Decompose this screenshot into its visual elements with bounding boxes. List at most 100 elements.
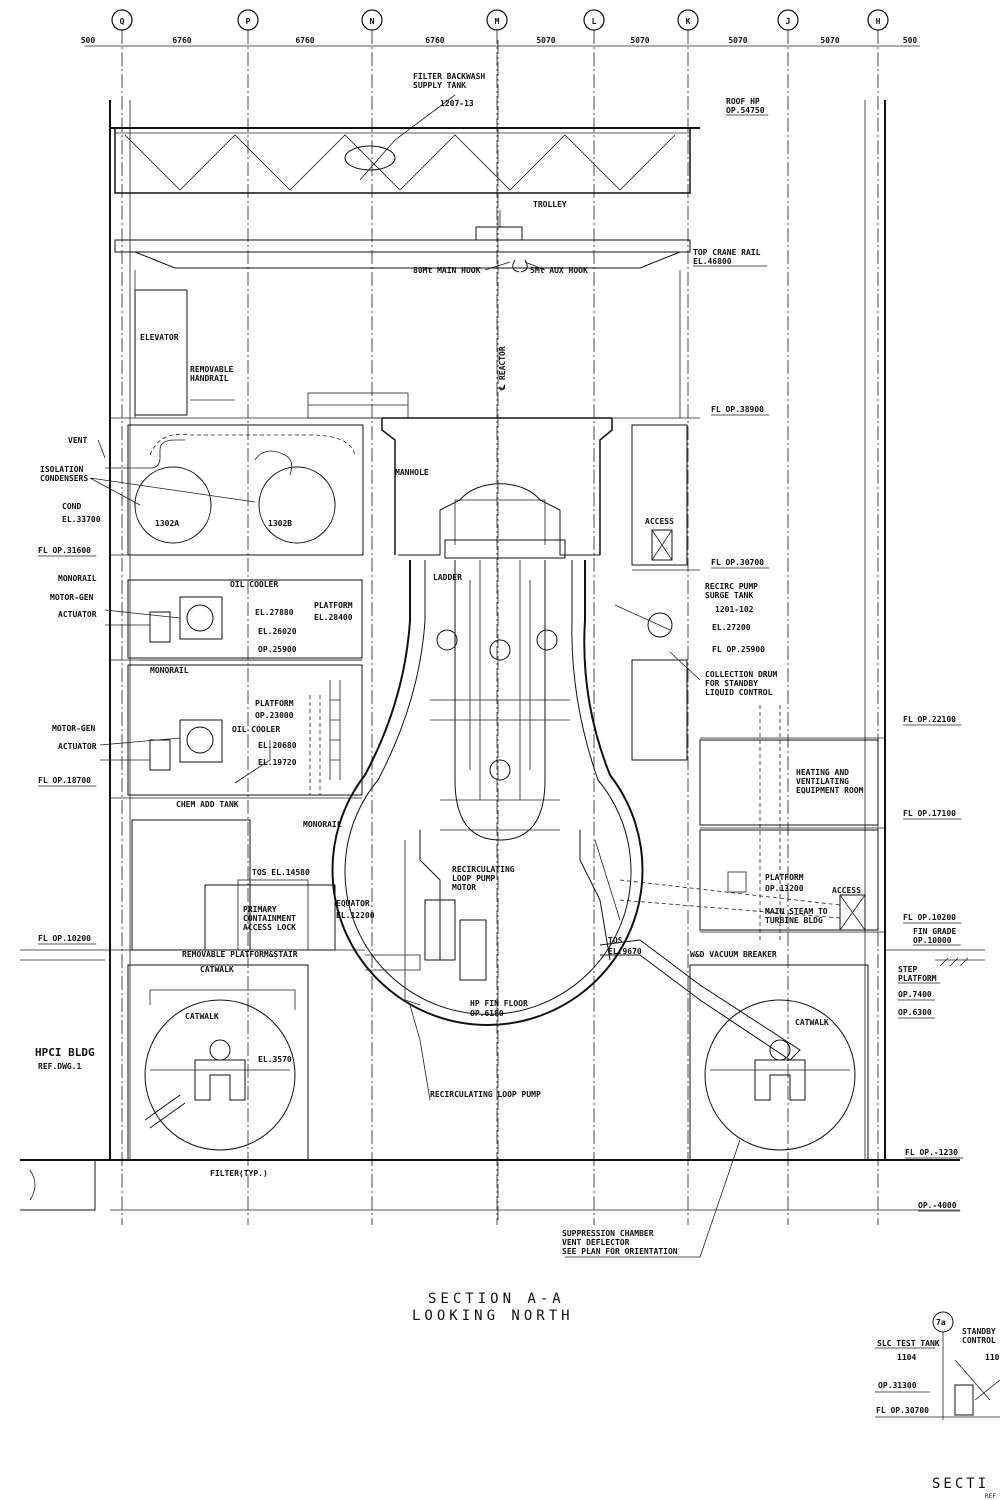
filter-typ-label: FILTER(TYP.): [210, 1169, 268, 1178]
level-label: FL OP.38900: [711, 405, 764, 414]
title-line-2: LOOKING NORTH: [412, 1308, 574, 1324]
grid-spacing-label: 500: [903, 36, 918, 45]
el-27200-label: EL.27200: [712, 623, 751, 632]
grid-bubble-label: M: [495, 17, 500, 26]
grid-spacing-label: 500: [81, 36, 96, 45]
main-hook-label: 80Mt MAIN HOOK: [413, 266, 481, 275]
annotations: FILTER BACKWASH SUPPLY TANK 1207-13 TROL…: [35, 72, 864, 1256]
actuator-label-2: ACTUATOR: [58, 742, 97, 751]
inset-ref: REF: [985, 1493, 996, 1500]
oil-cooler-label-2: OIL COOLER: [232, 725, 280, 734]
reactor-vessel: [430, 560, 570, 841]
main-steam-label-2: TURBINE BLDG: [765, 916, 823, 925]
level-label: FL OP.18700: [38, 776, 91, 785]
level-marker: OP.7400: [898, 990, 936, 1001]
handrail-label-1: REMOVABLE: [190, 365, 234, 374]
grid-bubble-j: J: [777, 9, 799, 31]
grid-bubble-q: Q: [111, 9, 133, 31]
condenser-1302a: [134, 466, 212, 544]
catwalk-label-1: CATWALK: [200, 965, 234, 974]
torus-right: [599, 939, 869, 1161]
grid-spacing-label: 6760: [295, 36, 314, 45]
grid-bubble-k: K: [677, 9, 699, 31]
recirc-pump-motor-label-2: LOOP PUMP: [452, 874, 496, 883]
level-label: FL OP.30700: [711, 558, 764, 567]
grid-bubble-l: L: [583, 9, 605, 31]
chem-tank-label: CHEM ADD TANK: [176, 800, 239, 809]
level-value: EL.46800: [693, 257, 732, 266]
filter-backwash-tag: 1207-13: [440, 99, 474, 108]
hpci-label-2: REF.DWG.1: [38, 1062, 82, 1071]
ladder-label: LADDER: [433, 573, 462, 582]
recirc-piping: [365, 830, 621, 1006]
level-marker: FL OP.30700: [711, 558, 770, 569]
level-label: FL OP.10200: [903, 913, 956, 922]
level-marker: OP.6300: [898, 1008, 936, 1019]
aux-hook-label: 5Mt AUX HOOK: [530, 266, 588, 275]
tos-9670-label-1: TOS: [608, 936, 623, 945]
section-title: SECTION A-A LOOKING NORTH: [412, 1291, 574, 1324]
level-label: FL OP.31600: [38, 546, 91, 555]
grid-spacing-label: 6760: [425, 36, 444, 45]
level-label: FL OP.-1230: [905, 1148, 958, 1157]
level-label: FIN GRADE: [913, 927, 957, 936]
grid-spacing-label: 6760: [172, 36, 191, 45]
level-marker: FL OP.-1230: [905, 1148, 964, 1159]
recirc-tank-label-2: SURGE TANK: [705, 591, 753, 600]
hvac-label-3: EQUIPMENT ROOM: [796, 786, 864, 795]
level-marker: FL OP.17100: [903, 809, 962, 820]
hvac-label-1: HEATING AND: [796, 768, 849, 777]
torus-left: [127, 964, 309, 1161]
supp-label-1: SUPPRESSION CHAMBER: [562, 1229, 654, 1238]
tos-14580-label: TOS EL.14580: [252, 868, 310, 877]
collection-label-3: LIQUID CONTROL: [705, 688, 773, 697]
lower-mg-room: [127, 664, 363, 796]
access-lock-room: [131, 819, 336, 951]
recirc-pump-motor-label-1: RECIRCULATING: [452, 865, 515, 874]
pca-lock-label-2: CONTAINMENT: [243, 914, 296, 923]
inset-standby-label-2: CONTROL: [962, 1336, 996, 1345]
level-marker: FL OP.10200: [903, 913, 962, 924]
platform-upper-label-1: PLATFORM: [314, 601, 353, 610]
hvac-label-2: VENTILATING: [796, 777, 849, 786]
elevator-shaft: [134, 289, 409, 419]
pca-lock-label-3: ACCESS LOCK: [243, 923, 296, 932]
iso-cond-label-1: ISOLATION: [40, 465, 84, 474]
level-label: STEP: [898, 965, 917, 974]
tag-1302b: 1302B: [268, 519, 292, 528]
motor-gen-label-1: MOTOR-GEN: [50, 593, 94, 602]
grid-bubble-label: H: [876, 17, 881, 26]
grid-spacing-label: 5070: [630, 36, 649, 45]
level-value: OP.10000: [913, 936, 952, 945]
level-marker: FL OP.31600: [38, 546, 97, 557]
platform-low-label-2: OP.13200: [765, 884, 804, 893]
tag-1302a: 1302A: [155, 519, 179, 528]
level-marker: FL OP.38900: [711, 405, 770, 416]
grid-bubble-n: N: [361, 9, 383, 31]
level-marker: FL OP.10200: [38, 934, 97, 945]
hp-fin-floor-label-2: OP.6180: [470, 1009, 504, 1018]
el-20680-label: EL.20680: [258, 741, 297, 750]
vent-label: VENT: [68, 436, 87, 445]
level-label: FL OP.10200: [38, 934, 91, 943]
recirc-tank-tag: 1201-102: [715, 605, 754, 614]
op-25900-label: OP.25900: [258, 645, 297, 654]
filter-backwash-label-1: FILTER BACKWASH: [413, 72, 485, 81]
supp-label-3: SEE PLAN FOR ORIENTATION: [562, 1247, 678, 1256]
level-value: PLATFORM: [898, 974, 937, 983]
removable-platform-label: REMOVABLE PLATFORM&STAIR: [182, 950, 298, 959]
upper-mg-room: [127, 579, 363, 661]
recirc-tank-label-1: RECIRC PUMP: [705, 582, 758, 591]
refueling-pool: [381, 417, 613, 555]
isolation-condensers: [105, 424, 364, 556]
fl-op-25900-label: FL OP.25900: [712, 645, 765, 654]
inset-fl-30700: FL OP.30700: [876, 1406, 929, 1415]
main-steam-label-1: MAIN STEAM TO: [765, 907, 828, 916]
tos-9670-label-2: EL.9670: [608, 947, 642, 956]
drywell-vessel: [331, 483, 644, 1026]
